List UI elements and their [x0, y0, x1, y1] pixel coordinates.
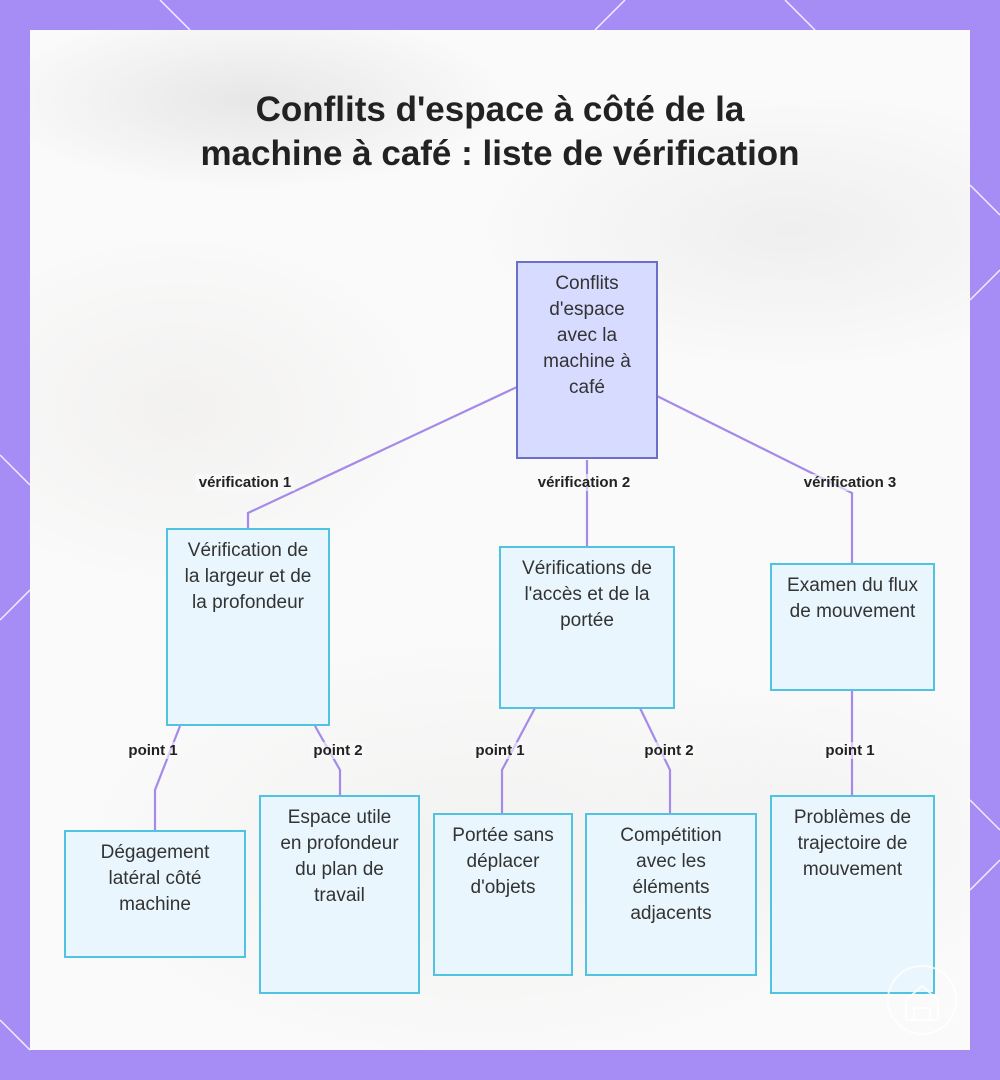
edge-label-branch-3: vérification 3: [800, 474, 900, 491]
branch-node-label: Vérifications de l'accès et de la portée: [522, 558, 652, 631]
edge-root-branch-3: [656, 395, 854, 563]
edge-label-b1-child-1: point 1: [125, 742, 181, 759]
edge-label-b1-child-2: point 2: [310, 742, 366, 759]
leaf-node-b2-2: Compétition avec les éléments adjacents: [585, 813, 757, 976]
leaf-node-label: Compétition avec les éléments adjacents: [620, 825, 722, 924]
leaf-node-b3-1: Problèmes de trajectoire de mouvement: [770, 795, 935, 994]
edge-b1-child-2: [314, 725, 342, 795]
leaf-node-label: Portée sans déplacer d'objets: [452, 825, 554, 898]
diagram-card: Conflits d'espace à côté de la machine à…: [30, 30, 970, 1050]
leaf-node-label: Problèmes de trajectoire de mouvement: [793, 807, 912, 880]
page-title: Conflits d'espace à côté de la machine à…: [200, 90, 800, 173]
edge-label-b3-child-1: point 1: [822, 742, 878, 759]
leaf-node-b2-1: Portée sans déplacer d'objets: [433, 813, 573, 976]
branch-node-label: Examen du flux de mouvement: [787, 575, 918, 622]
leaf-node-label: Dégagement latéral côté machine: [100, 842, 210, 915]
edge-label-branch-2: vérification 2: [534, 474, 634, 491]
branch-node-2: Vérifications de l'accès et de la portée: [499, 546, 675, 709]
root-node-label: Conflits d'espace avec la machine à café: [543, 273, 631, 398]
branch-node-1: Vérification de la largeur et de la prof…: [166, 528, 330, 726]
branch-node-3: Examen du flux de mouvement: [770, 563, 935, 691]
edge-b2-child-2: [639, 707, 672, 813]
branch-node-label: Vérification de la largeur et de la prof…: [184, 540, 312, 613]
edge-label-b2-child-2: point 2: [641, 742, 697, 759]
edge-root-branch-1: [246, 386, 518, 528]
edge-label-b2-child-1: point 1: [472, 742, 528, 759]
root-node: Conflits d'espace avec la machine à café: [516, 261, 658, 459]
leaf-node-b1-1: Dégagement latéral côté machine: [64, 830, 246, 958]
edge-b2-child-1: [500, 707, 536, 813]
leaf-node-b1-2: Espace utile en profondeur du plan de tr…: [259, 795, 420, 994]
watermark-logo-icon: [887, 965, 957, 1035]
leaf-node-label: Espace utile en profondeur du plan de tr…: [280, 807, 399, 906]
edge-label-branch-1: vérification 1: [195, 474, 295, 491]
